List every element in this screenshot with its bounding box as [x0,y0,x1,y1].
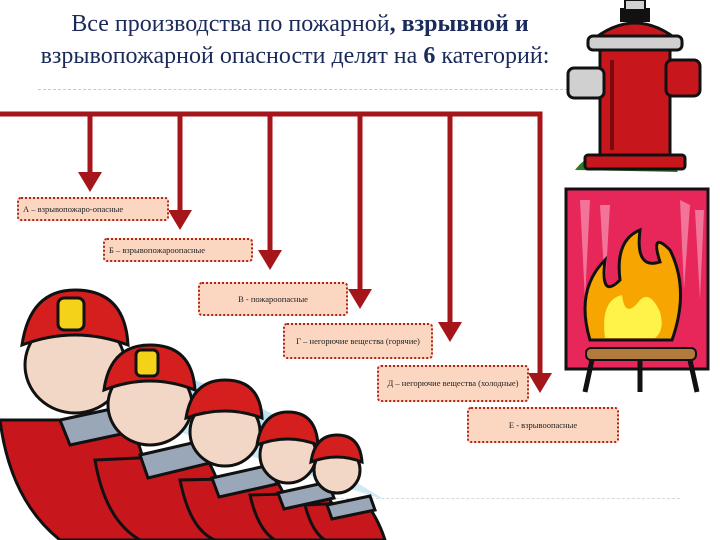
campfire-icon [564,187,710,393]
category-d-box: Д – негорючие вещества (холодные) [377,365,529,402]
category-a-label: А – взрывопожаро-опасные [23,203,124,214]
branch-arrows [0,111,552,393]
firefighters-icon [0,288,387,540]
category-v-box: В - пожароопасные [198,282,348,316]
category-e-label: Е - взрывоопасные [508,419,578,430]
page-title: Все производства по пожарной, взрывной и… [0,8,600,72]
fire-hydrant-icon [566,0,702,172]
category-b-label: Б – взрывопожароопасные [109,244,206,255]
category-b-box: Б – взрывопожароопасные [103,238,253,262]
title-line-1: Все производства по пожарной, взрывной и [71,11,529,37]
category-g-label: Г – негорючие вещества (горячие) [296,335,420,346]
category-d-label: Д – негорючие вещества (холодные) [387,378,519,388]
category-e-box: Е - взрывоопасные [467,407,619,443]
title-line-2: взрывопожарной опасности делят на 6 кате… [40,43,550,69]
title-divider [38,89,568,90]
category-v-label: В - пожароопасные [238,293,308,304]
category-a-box: А – взрывопожаро-опасные [17,197,169,221]
category-g-box: Г – негорючие вещества (горячие) [283,323,433,359]
